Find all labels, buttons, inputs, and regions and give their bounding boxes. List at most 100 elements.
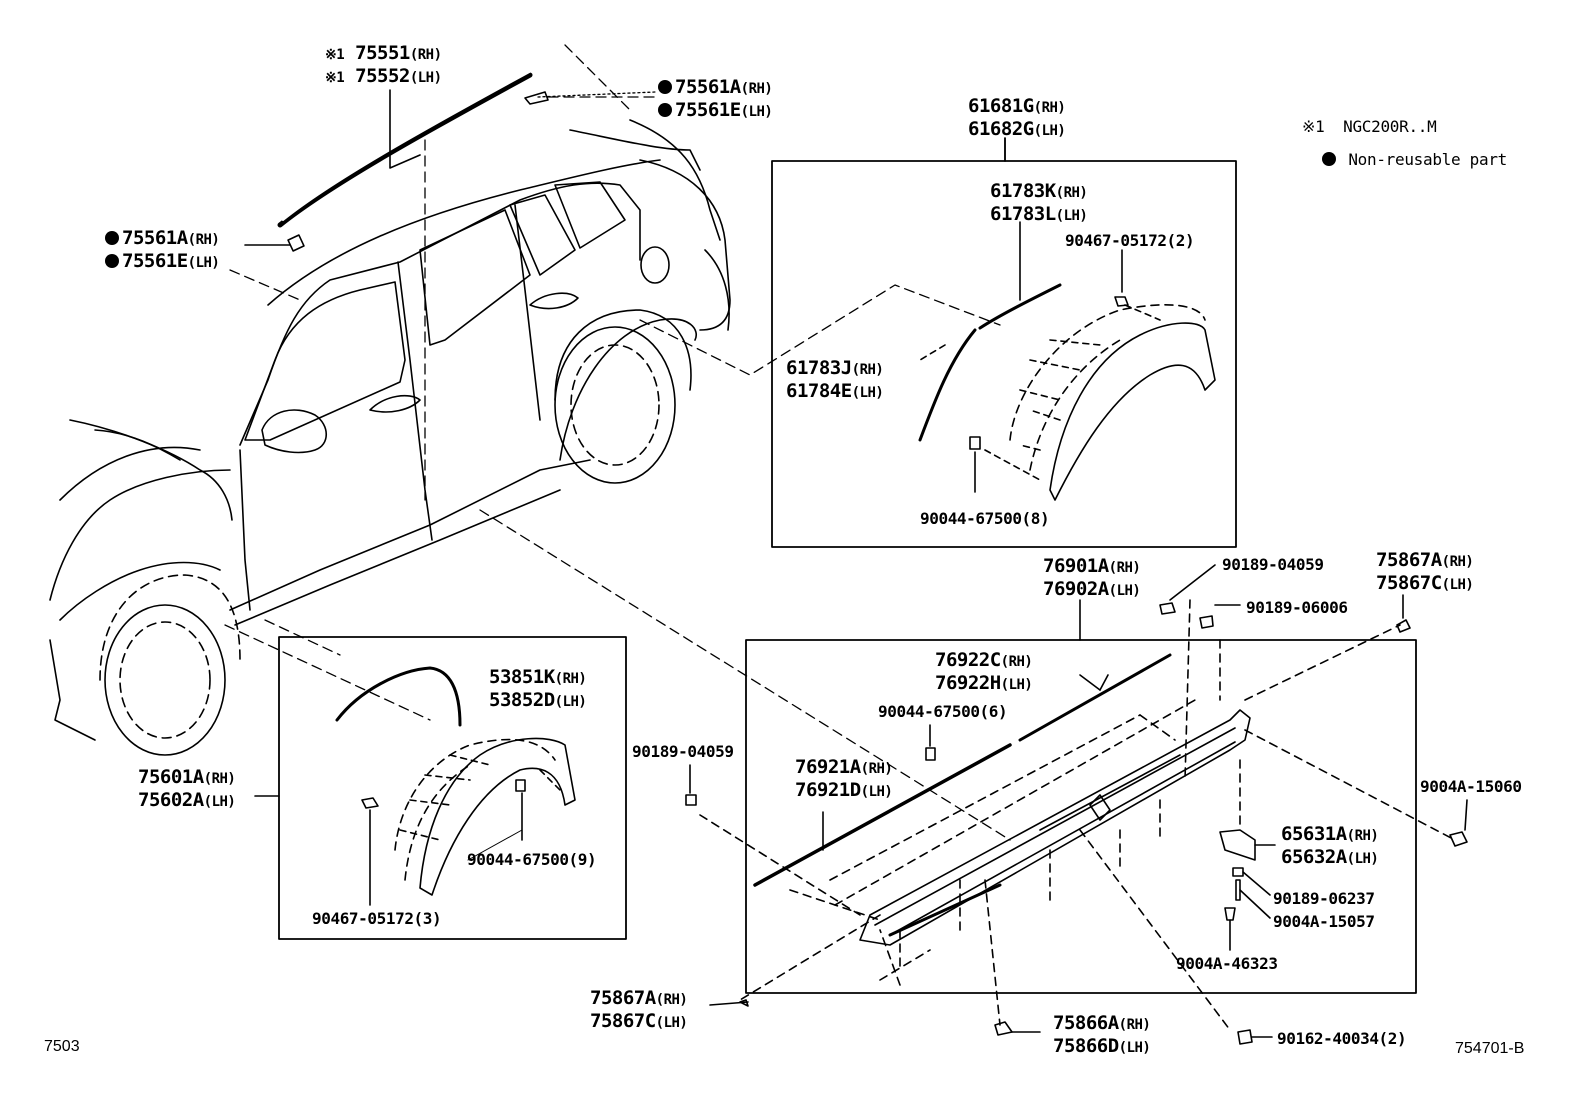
side-lh: (LH): [1055, 208, 1088, 224]
callout-rear-seal-k[interactable]: 61783K(RH) 61783L(LH): [990, 180, 1088, 227]
callout-front-nut[interactable]: 90044-67500(9): [467, 850, 597, 869]
front-flare-parts: [335, 666, 576, 906]
side-rh: (RH): [554, 671, 587, 687]
part-number-lh: 65632A: [1281, 846, 1347, 868]
side-lh: (LH): [1033, 123, 1066, 139]
callout-rear-nut[interactable]: 90044-67500(8): [920, 509, 1050, 528]
side-rh: (RH): [1346, 828, 1379, 844]
side-lh: (LH): [1346, 851, 1379, 867]
side-rh: (RH): [1000, 654, 1033, 670]
rear-flare-parts: [918, 221, 1216, 501]
rear-flare-box: [771, 160, 1237, 548]
callout-rocker-strip-c[interactable]: 76922C(RH) 76922H(LH): [935, 650, 1033, 696]
side-rh: (RH): [203, 771, 236, 787]
callout-clip-bottom[interactable]: 90162-40034(2): [1277, 1029, 1407, 1048]
callout-front-seal[interactable]: 53851K(RH) 53852D(LH): [489, 666, 587, 713]
callout-cap-left[interactable]: 75867A(RH) 75867C(LH): [590, 987, 688, 1034]
footer-left-code: 7503: [44, 1038, 80, 1055]
callout-rocker[interactable]: 76901A(RH) 76902A(LH): [1043, 555, 1141, 602]
non-reusable-icon: [658, 80, 672, 94]
side-rh: (RH): [1033, 100, 1066, 116]
callout-clip-top[interactable]: 75561A(RH) 75561E(LH): [658, 76, 773, 123]
front-flare-box: [278, 636, 627, 940]
callout-clip-left[interactable]: 75561A(RH) 75561E(LH): [105, 227, 220, 274]
part-number-rh: 61783K: [990, 180, 1056, 202]
legend-note2: Non-reusable part: [1322, 150, 1507, 169]
part-number-lh: 76902A: [1043, 578, 1109, 600]
side-rh: (RH): [1441, 554, 1474, 570]
part-number-lh: 61784E: [786, 380, 852, 402]
legend-nonreusable-text: Non-reusable part: [1348, 150, 1508, 169]
side-rh: (RH): [851, 362, 884, 378]
part-number-lh: 75867C: [1376, 572, 1442, 594]
callout-screw-top2[interactable]: 90189-06006: [1246, 598, 1348, 617]
note-mark: ※1: [325, 47, 345, 63]
rocker-box: [745, 639, 1417, 994]
side-lh: (LH): [187, 255, 220, 271]
callout-bolt-c[interactable]: 9004A-46323: [1176, 954, 1278, 973]
callout-bracket[interactable]: 65631A(RH) 65632A(LH): [1281, 824, 1379, 870]
part-number-lh: 61783L: [990, 203, 1056, 225]
part-number-rh: 61681G: [968, 95, 1034, 117]
part-number-lh: 75552: [355, 65, 410, 87]
callout-bolt-b[interactable]: 9004A-15057: [1273, 912, 1375, 931]
callout-rocker-strip-a[interactable]: 76921A(RH) 76921D(LH): [795, 756, 893, 803]
part-number-lh: 75866D: [1053, 1035, 1119, 1057]
front-wheel: [99, 574, 241, 756]
legend-model-code: NGC200R..M: [1343, 117, 1437, 136]
part-number-rh: 75867A: [1376, 549, 1442, 571]
callout-bolt-right[interactable]: 9004A-15060: [1420, 777, 1522, 796]
part-number-rh: 75551: [355, 42, 410, 64]
side-lh: (LH): [1108, 583, 1141, 599]
callout-cap-right[interactable]: 75867A(RH) 75867C(LH): [1376, 549, 1474, 596]
part-number-rh: 75561A: [122, 227, 188, 249]
part-number-rh: 76901A: [1043, 555, 1109, 577]
legend-note1: ※1 NGC200R..M: [1302, 117, 1437, 136]
side-rh: (RH): [1055, 185, 1088, 201]
callout-front-clip[interactable]: 90467-05172(3): [312, 909, 442, 928]
callout-screw-top[interactable]: 90189-04059: [1222, 555, 1324, 574]
callout-rocker-nut[interactable]: 90044-67500(6): [878, 702, 1008, 721]
loose-fasteners: [467, 564, 1468, 1045]
side-lh: (LH): [860, 784, 893, 800]
rocker-parts: [699, 599, 1456, 1031]
part-number-rh: 53851K: [489, 666, 555, 688]
part-number-rh: 75561A: [675, 76, 741, 98]
side-lh: (LH): [554, 694, 587, 710]
non-reusable-icon: [105, 231, 119, 245]
side-rh: (RH): [860, 761, 893, 777]
side-rh: (RH): [409, 47, 442, 63]
callout-rear-seal-j[interactable]: 61783J(RH) 61784E(LH): [786, 358, 884, 404]
callout-screw-left[interactable]: 90189-04059: [632, 742, 734, 761]
footer-right-code: 754701-B: [1455, 1040, 1525, 1057]
part-number-lh: 75602A: [138, 789, 204, 811]
callout-screw-b[interactable]: 90189-06237: [1273, 889, 1375, 908]
solid-leaders: [244, 89, 1109, 691]
roof-molding: [277, 69, 549, 252]
part-number-lh: 75561E: [122, 250, 188, 272]
callout-rear-flare[interactable]: 61681G(RH) 61682G(LH): [968, 95, 1066, 142]
side-rh: (RH): [1108, 560, 1141, 576]
callout-roof-molding[interactable]: ※1 75551(RH) ※1 75552(LH): [325, 43, 442, 89]
part-number-rh: 75601A: [138, 766, 204, 788]
non-reusable-icon: [1322, 152, 1336, 166]
callout-end-cap[interactable]: 75866A(RH) 75866D(LH): [1053, 1013, 1151, 1059]
side-rh: (RH): [655, 992, 688, 1008]
side-lh: (LH): [851, 385, 884, 401]
part-number-lh: 76922H: [935, 672, 1001, 694]
side-lh: (LH): [1000, 677, 1033, 693]
side-lh: (LH): [740, 104, 773, 120]
side-lh: (LH): [655, 1015, 688, 1031]
legend-mark: ※1: [1302, 117, 1325, 136]
part-number-lh: 75867C: [590, 1010, 656, 1032]
part-number-lh: 53852D: [489, 689, 555, 711]
callout-front-flare[interactable]: 75601A(RH) 75602A(LH): [138, 766, 236, 813]
part-number-rh: 76921A: [795, 756, 861, 778]
non-reusable-icon: [105, 254, 119, 268]
callout-rear-clip[interactable]: 90467-05172(2): [1065, 231, 1195, 250]
side-lh: (LH): [1118, 1040, 1151, 1056]
part-number-rh: 75867A: [590, 987, 656, 1009]
side-lh: (LH): [409, 70, 442, 86]
